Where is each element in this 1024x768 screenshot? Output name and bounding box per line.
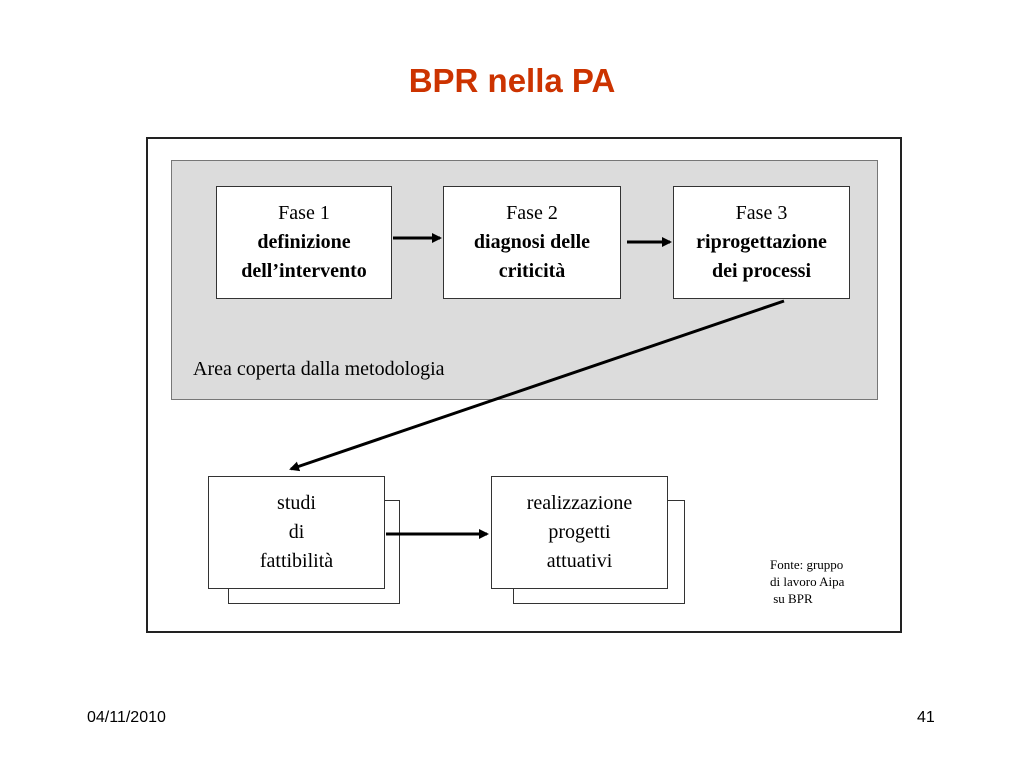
- phase-2-title-line1: diagnosi delle: [473, 231, 591, 253]
- source-line1: Fonte: gruppo: [770, 557, 844, 572]
- source-line2: di lavoro Aipa: [770, 574, 845, 589]
- arrow-phase3-to-feasibility: [289, 299, 785, 472]
- phase-3-box: Fase 3 riprogettazione dei processi: [673, 186, 850, 299]
- feasibility-line2: di: [288, 521, 305, 543]
- source-line3: su BPR: [770, 591, 813, 606]
- phase-1-title-line1: definizione: [257, 231, 351, 253]
- methodology-area-label: Area coperta dalla metodologia: [193, 358, 445, 380]
- phase-2-box: Fase 2 diagnosi delle criticità: [443, 186, 621, 299]
- source-note: Fonte: gruppo di lavoro Aipa su BPR: [770, 556, 844, 607]
- phase-1-title-line2: dell’intervento: [241, 260, 367, 282]
- footer-page-number: 41: [917, 709, 935, 726]
- diagram-frame: [146, 137, 902, 633]
- feasibility-line3: fattibilità: [259, 550, 334, 572]
- phase-3-title-line2: dei processi: [711, 260, 812, 282]
- phase-2-title-line2: criticità: [498, 260, 566, 282]
- projects-line2: progetti: [548, 521, 611, 543]
- projects-line3: attuativi: [546, 550, 613, 572]
- footer-date: 04/11/2010: [87, 709, 166, 726]
- phase-1-box: Fase 1 definizione dell’intervento: [216, 186, 392, 299]
- feasibility-line1: studi: [277, 492, 316, 514]
- projects-box: realizzazione progetti attuativi: [491, 476, 668, 589]
- feasibility-box: studi di fattibilità: [208, 476, 385, 589]
- projects-line1: realizzazione: [526, 492, 633, 514]
- phase-3-label: Fase 3: [735, 202, 788, 224]
- phase-2-label: Fase 2: [506, 202, 558, 224]
- phase-3-title-line1: riprogettazione: [696, 231, 827, 253]
- slide-title: BPR nella PA: [408, 62, 616, 99]
- phase-1-label: Fase 1: [278, 202, 330, 224]
